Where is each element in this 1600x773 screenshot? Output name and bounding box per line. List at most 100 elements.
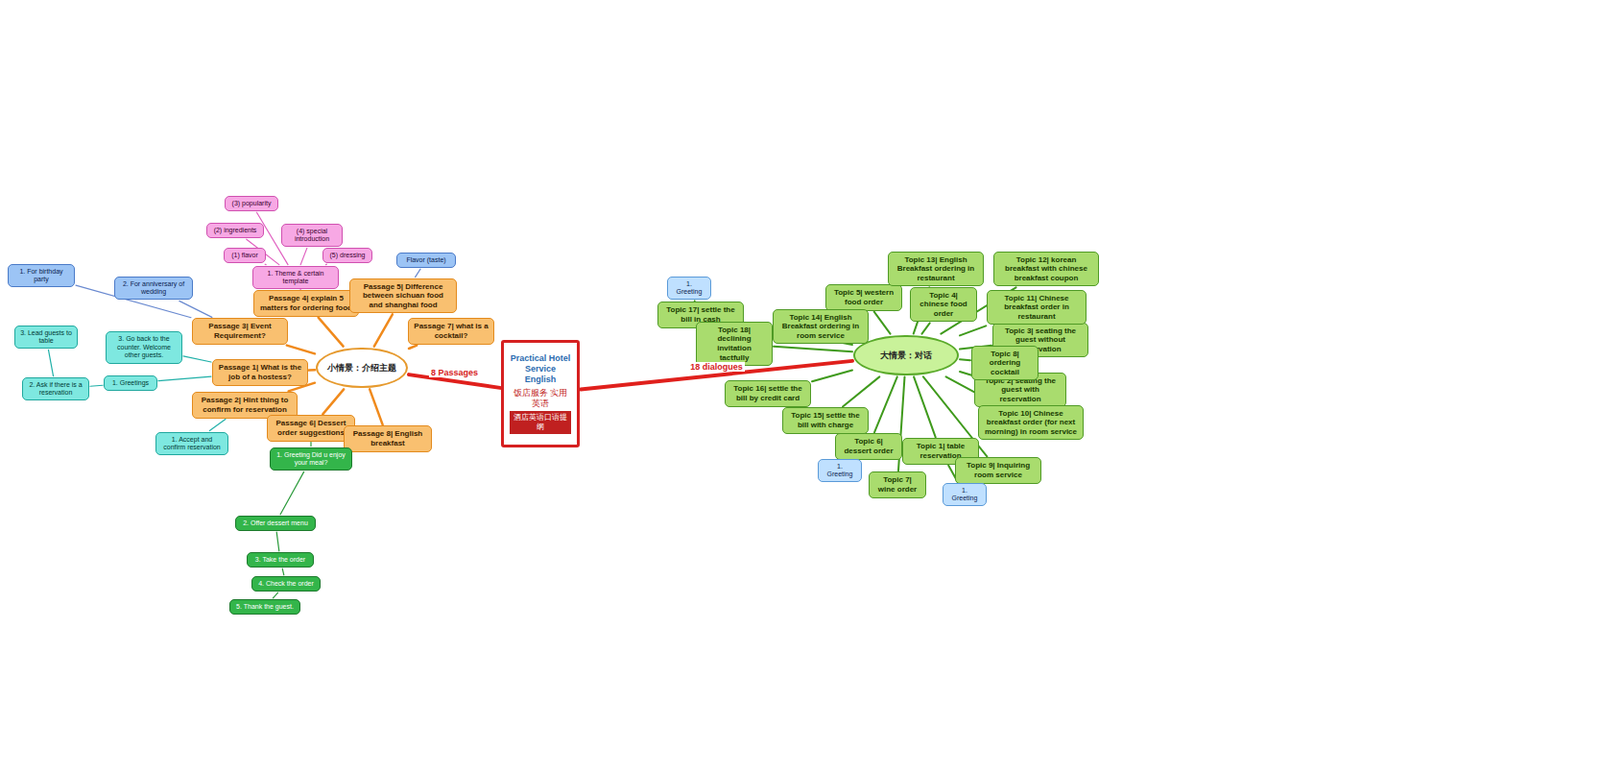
connector (959, 358, 971, 361)
connector (374, 313, 393, 346)
connector (282, 568, 285, 575)
node-text: Flavor (taste) (402, 256, 451, 264)
topic-box: Topic 7| wine order (868, 471, 927, 498)
connector (921, 322, 930, 334)
edge-label: 8 Passages (429, 367, 480, 378)
connector (773, 346, 853, 352)
node-text: 1. Greeting (672, 280, 706, 297)
node-text: Topic 6| dessert order (840, 436, 897, 455)
sub-box: 1. Accept and confirm reservation (155, 431, 229, 456)
node-text: 酒店英语口语提纲 (509, 410, 572, 433)
sub-box: 1. Theme & certain template (252, 265, 339, 290)
connector (272, 592, 278, 598)
topic-box: Topic 4| chinese food order (909, 286, 978, 323)
sub-box: (5) dressing (322, 247, 373, 263)
connector (959, 325, 986, 335)
sub-box: (3) popularity (224, 195, 279, 212)
edge-label: 18 dialogues (688, 361, 745, 372)
connector (369, 388, 383, 425)
connector (318, 317, 344, 347)
node-text: Topic 9| Inquiring room service (960, 460, 1036, 479)
node-text: Topic 10| Chinese breakfast order (for n… (983, 408, 1078, 437)
passage-box: Passage 3| Event Requirement? (191, 317, 288, 344)
node-text: 大情景：对话 (862, 350, 950, 361)
sub-box: 3. Go back to the counter. Welcome other… (105, 331, 183, 363)
node-text: Topic 12| korean breakfast with chinese … (999, 255, 1094, 284)
topic-box: Topic 11| Chinese breakfast order in res… (986, 289, 1087, 326)
node-text: Passage 7| what is a cocktail? (413, 321, 489, 340)
connector (90, 384, 103, 386)
connector (309, 368, 315, 372)
sub-box: 1. Greeting (667, 276, 712, 301)
connector (408, 345, 417, 349)
connector (811, 370, 853, 383)
sub-box: 2. For anniversary of wedding (114, 276, 193, 301)
sub-box: 3. Take the order (246, 551, 314, 568)
passage-box: Passage 8| English breakfast (343, 425, 432, 452)
sub-box: 3. Lead guests to table (14, 325, 78, 350)
node-text: 小情景：介绍主题 (325, 362, 399, 374)
cloud-node: 大情景：对话 (853, 334, 959, 377)
node-text: 3. Lead guests to table (20, 329, 72, 346)
node-text: Passage 5| Difference between sichuan fo… (355, 282, 452, 311)
sub-box: 1. Greeting (817, 458, 862, 483)
node-text: 1. Theme & certain template (258, 269, 334, 287)
topic-box: Topic 10| Chinese breakfast order (for n… (978, 405, 1084, 441)
node-text: Topic 13| English Breakfast ordering in … (893, 255, 979, 284)
node-text: Passage 8| English breakfast (349, 429, 427, 448)
sub-box: 2. Ask if there is a reservation (22, 377, 90, 402)
node-text: Topic 16| settle the bill by credit card (730, 383, 806, 403)
connector (209, 419, 226, 431)
node-text: Passage 1| What is the job of a hostess? (217, 362, 303, 382)
sub-box: 1. For birthday party (7, 263, 75, 288)
connector (580, 360, 853, 390)
node-text: Topic 8| ordering cocktail (977, 349, 1033, 378)
node-text: 1. Greeting (823, 462, 857, 479)
connector (183, 356, 212, 362)
topic-box: Topic 6| dessert order (835, 432, 903, 459)
node-text: Passage 4| explain 5 matters for orderin… (259, 293, 354, 312)
node-text: 1. Greeting (948, 486, 981, 503)
node-text: (4) special introduction (286, 227, 337, 244)
connector (158, 376, 212, 381)
connector (913, 376, 936, 437)
connector (874, 311, 891, 335)
node-text: 5. Thank the guest. (235, 602, 295, 611)
connector (322, 388, 344, 414)
sub-box: 1. Greeting Did u enjoy your meal? (269, 447, 353, 472)
connector (874, 376, 898, 432)
topic-box: Topic 8| ordering cocktail (971, 345, 1039, 382)
node-text: 2. Ask if there is a reservation (27, 381, 84, 398)
node-text: 2. For anniversary of wedding (119, 280, 188, 297)
node-text: Topic 5| western food order (831, 287, 897, 307)
node-text: 3. Take the order (252, 555, 309, 564)
node-text: Passage 2| Hint thing to confirm for res… (197, 395, 292, 414)
cloud-node: 小情景：介绍主题 (315, 347, 408, 389)
connector (842, 376, 880, 406)
connector (415, 268, 421, 277)
node-text: Topic 14| English Breakfast ordering in … (778, 312, 863, 341)
node-text: (3) popularity (230, 199, 273, 208)
topic-box: Topic 14| English Breakfast ordering in … (772, 309, 869, 345)
passage-box: Passage 6| Dessert order suggestions (266, 414, 356, 441)
sub-box: 5. Thank the guest. (229, 598, 301, 615)
node-text: Topic 4| chinese food order (915, 290, 972, 319)
sub-box: (1) flavor (223, 247, 266, 263)
node-text: 1. Greeting Did u enjoy your meal? (275, 451, 347, 468)
topic-box: Topic 5| western food order (825, 284, 903, 311)
node-text: (2) ingredients (212, 226, 259, 235)
passage-box: Passage 7| what is a cocktail? (407, 317, 495, 344)
connector (264, 263, 267, 266)
node-text: Passage 3| Event Requirement? (197, 321, 283, 340)
topic-box: Topic 18| declining invitation tactfully (695, 321, 773, 366)
passage-box: Passage 1| What is the job of a hostess? (212, 358, 309, 385)
node-text: 1. Accept and confirm reservation (161, 435, 223, 453)
passage-box: Passage 4| explain 5 matters for orderin… (253, 289, 359, 316)
connector (286, 345, 315, 355)
node-text: Topic 11| Chinese breakfast order in res… (992, 293, 1081, 322)
connector (276, 531, 280, 551)
node-text: (1) flavor (229, 251, 261, 260)
node-text: (5) dressing (328, 251, 367, 260)
connector (310, 442, 311, 447)
sub-box: 4. Check the order (251, 575, 321, 592)
